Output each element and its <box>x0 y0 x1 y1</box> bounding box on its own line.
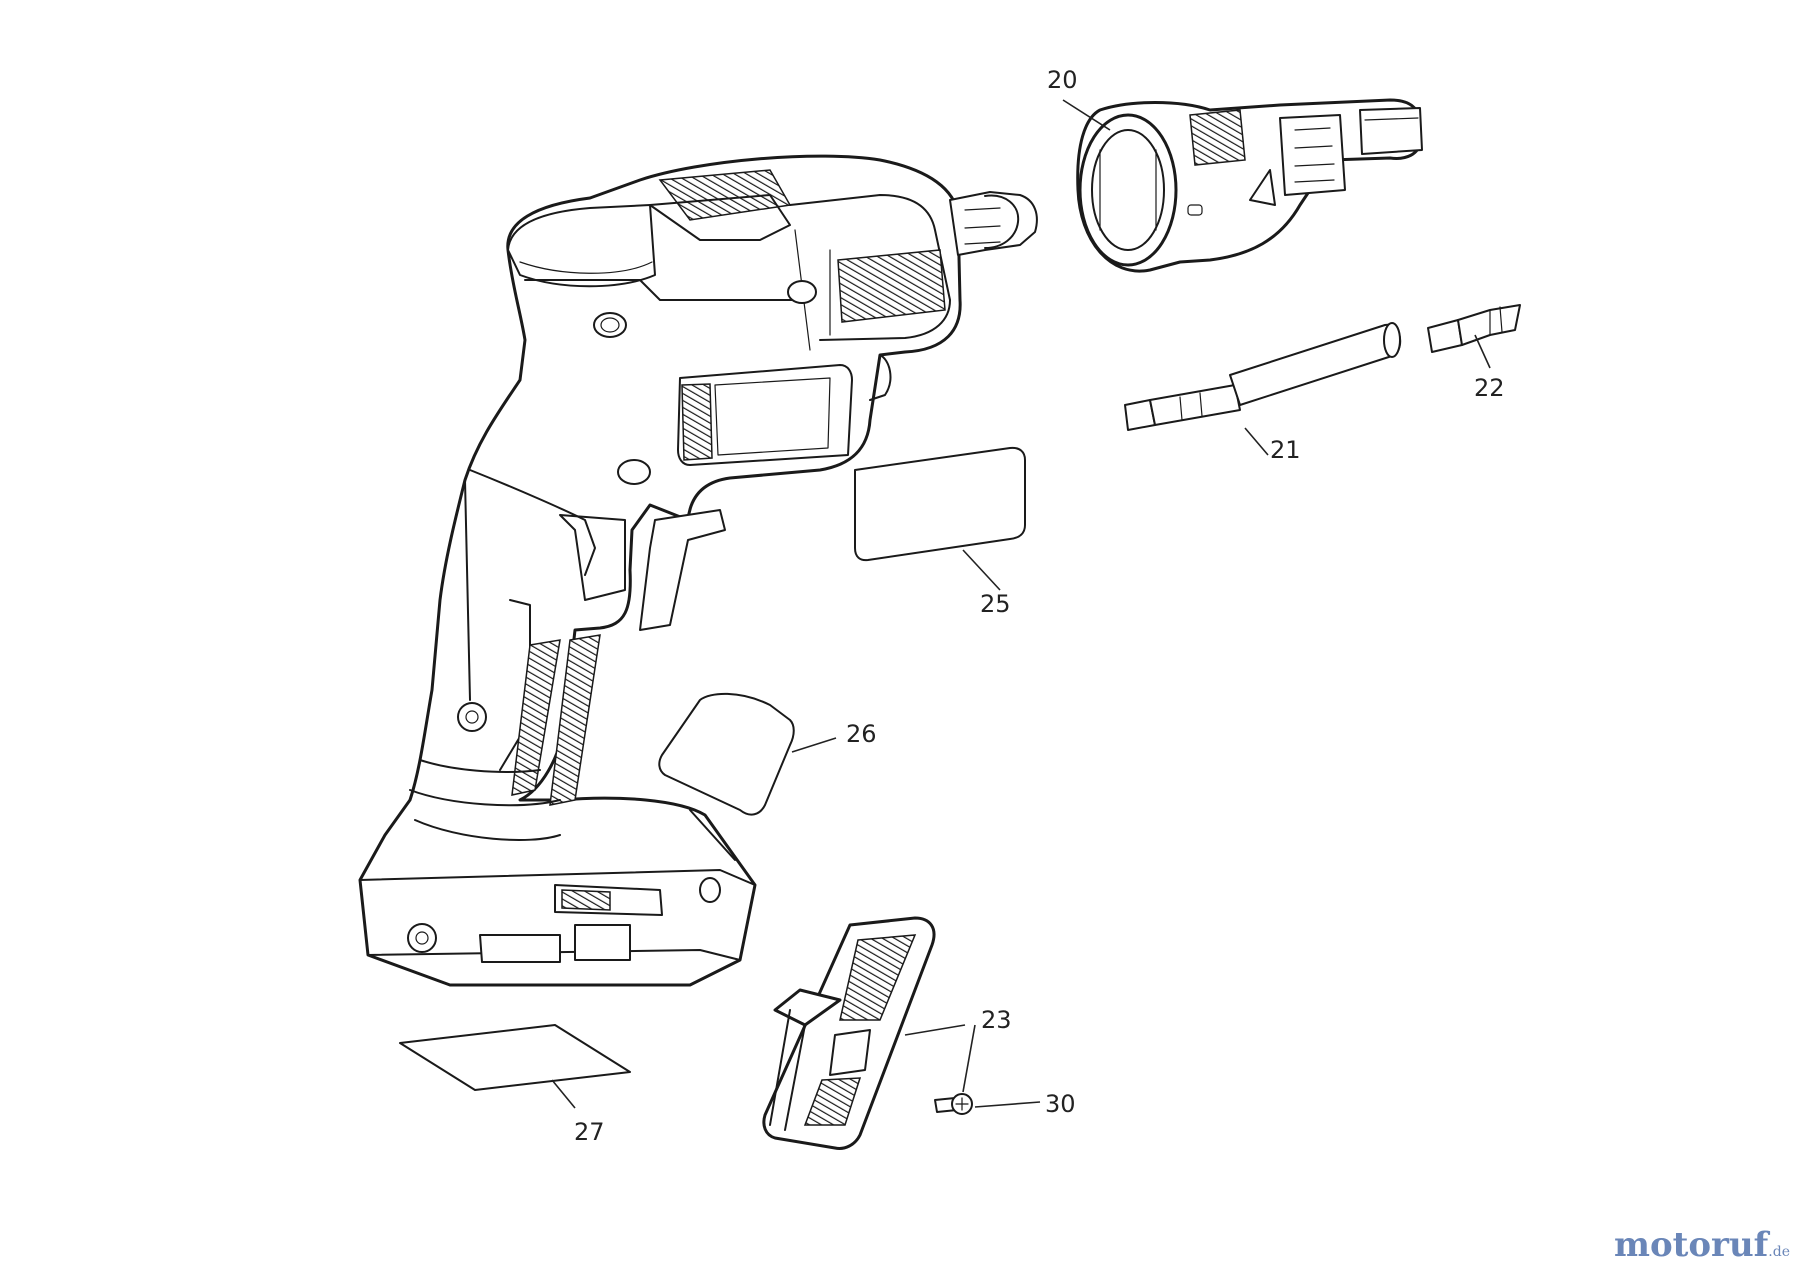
part-label-26: 26 <box>846 720 877 748</box>
screwdriver-bit <box>1427 304 1521 353</box>
part-labels: 20 21 22 23 25 26 27 30 <box>574 66 1505 1146</box>
leader-lines <box>551 99 1491 1109</box>
part-label-22: 22 <box>1474 374 1505 402</box>
depth-locator-nose <box>1076 98 1423 273</box>
watermark-logo: motoruf.de <box>1614 1225 1790 1265</box>
watermark-brand: motoruf <box>1614 1225 1769 1265</box>
watermark-tld: .de <box>1768 1244 1790 1260</box>
label-plate <box>854 446 1026 562</box>
part-label-23: 23 <box>981 1006 1012 1034</box>
label-plate <box>658 692 795 816</box>
belt-clip <box>762 916 936 1150</box>
part-label-20: 20 <box>1047 66 1078 94</box>
bit-holder <box>1124 322 1402 431</box>
part-label-27: 27 <box>574 1118 605 1146</box>
part-label-21: 21 <box>1270 436 1301 464</box>
part-label-25: 25 <box>980 590 1011 618</box>
clip-screw <box>934 1093 973 1115</box>
label-plate <box>399 1024 631 1091</box>
screwdriver-body <box>358 154 1038 987</box>
part-label-30: 30 <box>1045 1090 1076 1118</box>
